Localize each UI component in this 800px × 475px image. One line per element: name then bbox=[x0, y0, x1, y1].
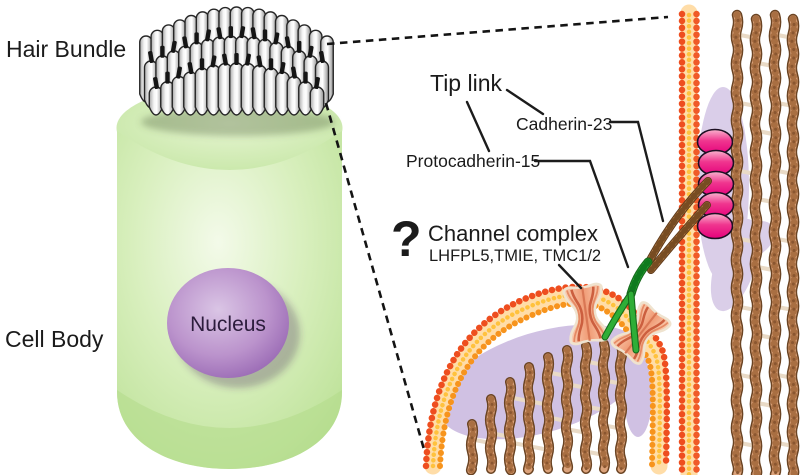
actin-beads bbox=[770, 11, 780, 475]
tip-link-mark bbox=[205, 29, 211, 42]
tip-link-mark bbox=[148, 50, 154, 64]
tip-link-mark bbox=[165, 71, 170, 84]
tip-link-mark bbox=[176, 66, 182, 79]
channel-complex-label: Channel complex bbox=[428, 221, 598, 246]
actin-beads bbox=[564, 348, 570, 471]
pointer-tiplink-to-protocadherin bbox=[465, 100, 491, 153]
actin-beads bbox=[583, 344, 589, 471]
actin-beads bbox=[772, 13, 778, 475]
tip-link-mark bbox=[284, 36, 291, 49]
actin-crosslink bbox=[756, 265, 775, 272]
tip-link-mark bbox=[319, 50, 325, 64]
tip-link-mark bbox=[234, 53, 239, 65]
tip-link-mark bbox=[239, 26, 246, 39]
actin-beads bbox=[788, 15, 798, 475]
tip-link-mark bbox=[268, 58, 274, 71]
actin-beads bbox=[486, 395, 496, 473]
actin-beads bbox=[526, 365, 532, 472]
actin-beads bbox=[562, 346, 572, 473]
plaque-oval bbox=[696, 212, 734, 240]
actin-beads bbox=[734, 13, 740, 475]
actin-crosslink bbox=[529, 444, 548, 452]
tip-link-mark bbox=[153, 76, 159, 90]
actin-beads bbox=[616, 342, 626, 473]
tip-link-mark bbox=[291, 66, 297, 79]
cadherin23-strand bbox=[646, 177, 712, 274]
tip-link-mark bbox=[210, 55, 217, 68]
cell-bottom-band bbox=[117, 390, 342, 469]
actin-beads bbox=[790, 17, 796, 475]
hair-cell: Nucleus bbox=[116, 6, 343, 469]
membrane-tall-stereocilium bbox=[678, 4, 700, 475]
protocadherin15-strand bbox=[601, 257, 653, 354]
tip-link-mark bbox=[297, 40, 302, 53]
stereocilium bbox=[309, 86, 325, 116]
tip-link-mark bbox=[199, 58, 205, 71]
actin-beads bbox=[753, 17, 759, 475]
zoom-dashed-line-top bbox=[326, 15, 669, 46]
pointer-cadherin23 bbox=[608, 120, 665, 223]
tip-link-mark bbox=[222, 53, 228, 66]
pointer-tiplink-to-cadherin bbox=[505, 88, 545, 116]
pointer-protocadherin15 bbox=[533, 159, 630, 269]
nucleus-label: Nucleus bbox=[190, 313, 266, 336]
actin-beads bbox=[507, 380, 513, 472]
cell-body-label: Cell Body bbox=[5, 326, 104, 352]
actin-beads bbox=[545, 355, 551, 471]
tip-link-mark bbox=[187, 61, 194, 75]
tip-link-mark bbox=[303, 71, 308, 84]
inset-stereocilia-tips bbox=[422, 4, 800, 475]
question-mark-label: ? bbox=[391, 211, 422, 267]
actin-beads bbox=[732, 11, 742, 475]
tip-link-mark bbox=[262, 29, 268, 42]
actin-beads bbox=[488, 397, 494, 471]
nucleus bbox=[167, 268, 289, 378]
insertion-plaque bbox=[696, 128, 735, 240]
actin-crosslink bbox=[510, 395, 529, 403]
hair-bundle bbox=[139, 6, 334, 116]
actin-beads bbox=[751, 15, 761, 475]
tip-link-mark bbox=[228, 26, 233, 39]
membrane-short-stereocilium bbox=[422, 283, 671, 475]
tip-link-label: Tip link bbox=[430, 70, 502, 96]
zoom-dashed-line-bottom bbox=[324, 102, 427, 454]
channel-subunits-label: LHFPL5,TMIE, TMC1/2 bbox=[429, 247, 601, 265]
actin-crosslink bbox=[567, 427, 586, 435]
tip-link-mark bbox=[160, 45, 165, 58]
tip-link-mark bbox=[170, 40, 177, 53]
tip-link-mark bbox=[194, 32, 199, 45]
pointer-channel-complex bbox=[557, 263, 583, 290]
actin-filaments-tall bbox=[730, 9, 800, 475]
label-pointer-lines bbox=[465, 88, 665, 290]
cadherin23-label: Cadherin-23 bbox=[516, 114, 612, 134]
tip-link-mark bbox=[182, 36, 189, 49]
actin-beads bbox=[601, 342, 607, 471]
protocadherin15-label: Protocadherin-15 bbox=[406, 151, 540, 171]
actin-beads bbox=[618, 344, 624, 471]
tip-link-mark bbox=[216, 27, 223, 40]
tip-link-mark bbox=[256, 55, 263, 68]
tip-link-mark bbox=[307, 45, 314, 58]
tip-link-mark bbox=[273, 32, 280, 45]
tip-link-mark bbox=[250, 27, 257, 40]
actin-filaments-short bbox=[465, 339, 628, 475]
tip-link-mark bbox=[314, 76, 320, 90]
tip-link-mark bbox=[245, 53, 251, 66]
tip-link-mark bbox=[279, 61, 286, 75]
actin-beads bbox=[469, 422, 475, 472]
actin-beads bbox=[581, 342, 591, 473]
hair-bundle-label: Hair Bundle bbox=[6, 36, 126, 62]
actin-beads bbox=[524, 363, 534, 474]
